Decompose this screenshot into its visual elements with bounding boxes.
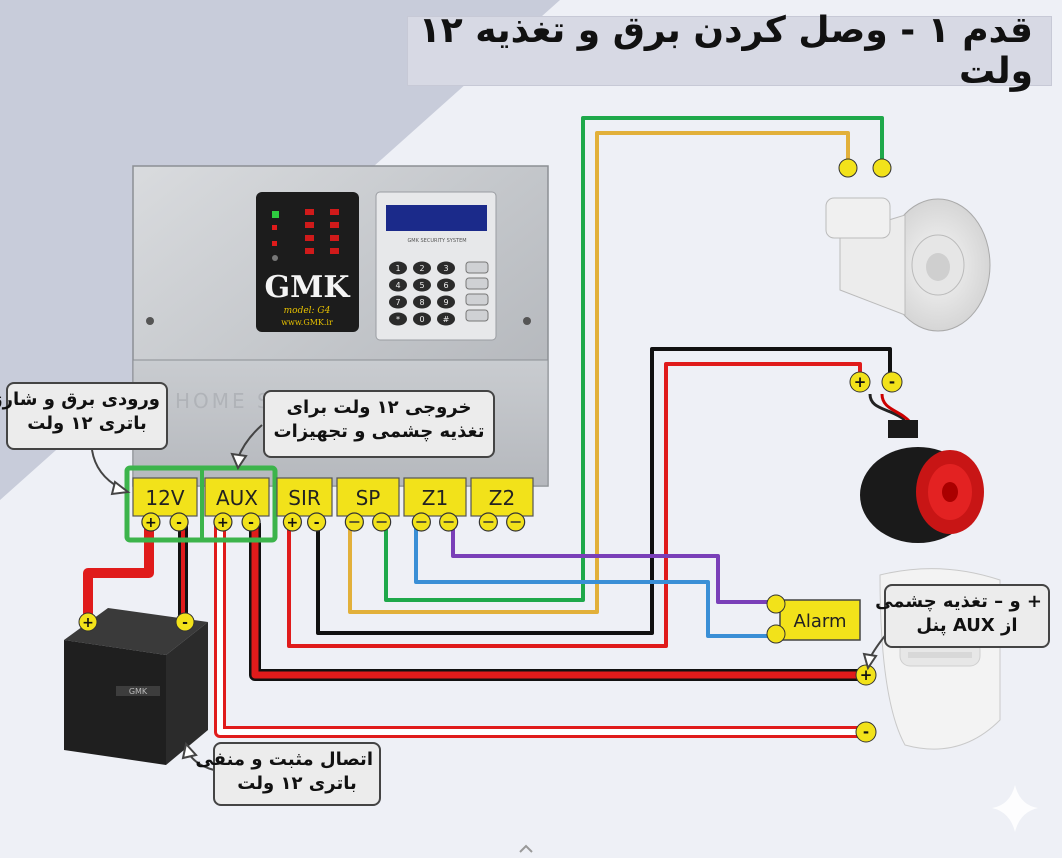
callout-battery-connection: اتصال مثبت و منفی باتری ۱۲ ولت: [195, 742, 381, 806]
callout-battery-connection-line1: اتصال مثبت و منفی: [195, 749, 373, 770]
wire-black-siren: [316, 347, 892, 635]
terminal-label: AUX: [216, 486, 258, 510]
terminal-screw: [241, 512, 261, 532]
keypad-key: 4: [389, 278, 407, 292]
minus-symbol: -: [176, 515, 182, 531]
minus-symbol: -: [248, 515, 254, 531]
keypad-key: #: [437, 312, 455, 326]
svg-text:1: 1: [395, 264, 400, 273]
terminal-sir: SIR +-: [276, 477, 333, 532]
keypad-key: 3: [437, 261, 455, 275]
keypad-key: 8: [413, 295, 431, 309]
wire-purple: [451, 523, 775, 604]
terminal-aux: AUX + -: [204, 477, 270, 532]
keypad-key: 6: [437, 278, 455, 292]
callout-sensor-power-line2: از AUX پنل: [916, 615, 1018, 636]
wire-battery-plus: [83, 523, 154, 622]
page-title: قدم ۱ - وصل کردن برق و تغذیه ۱۲ ولت: [418, 10, 1033, 92]
website-text: www.GMK.ir: [281, 318, 333, 327]
battery: GMK + -: [64, 608, 208, 765]
terminal-label: SP: [356, 486, 381, 510]
wire-aux-plus: [251, 523, 868, 679]
terminal-z1: Z1: [403, 477, 467, 532]
svg-text:0: 0: [419, 315, 424, 324]
svg-text:-: -: [889, 373, 895, 391]
keypad-key: 9: [437, 295, 455, 309]
plus-symbol: +: [217, 515, 229, 531]
wire-aux-minus: [217, 523, 868, 735]
terminal-z2: Z2: [470, 477, 534, 532]
horn-speaker: [825, 158, 991, 332]
wire-green: [384, 116, 884, 602]
svg-text:2: 2: [419, 264, 424, 273]
callout-power-input-line2: باتری ۱۲ ولت: [27, 413, 147, 434]
battery-brand: GMK: [129, 687, 148, 696]
battery-plus-symbol: +: [82, 615, 94, 631]
terminal-screw: [282, 512, 302, 532]
svg-text:8: 8: [419, 298, 424, 307]
terminal-label: SIR: [288, 486, 321, 510]
function-keys: [465, 261, 489, 322]
keypad-key: 7: [389, 295, 407, 309]
siren: + -: [849, 371, 984, 543]
svg-text:-: -: [863, 723, 869, 741]
title-banner: قدم ۱ - وصل کردن برق و تغذیه ۱۲ ولت: [407, 10, 1052, 92]
terminal-label: 12V: [145, 486, 184, 510]
plus-symbol: +: [145, 515, 157, 531]
battery-minus-symbol: -: [182, 615, 188, 631]
callout-arrows: [91, 424, 889, 771]
callout-aux-output-line2: تغذیه چشمی و تجهیزات: [273, 421, 485, 442]
status-leds: [272, 209, 339, 261]
brand-logo: GMK: [265, 270, 351, 305]
callout-battery-connection-line2: باتری ۱۲ ولت: [237, 773, 357, 794]
lcd-caption: GMK SECURITY SYSTEM: [407, 238, 466, 244]
alarm-terminal: Alarm: [766, 594, 861, 644]
callout-power-input: ورودی برق و شارژ باتری ۱۲ ولت: [0, 382, 168, 450]
svg-text:6: 6: [443, 281, 448, 290]
minus-symbol: -: [314, 515, 320, 531]
chevron-up-icon: [519, 844, 533, 853]
keypad-key: 2: [413, 261, 431, 275]
svg-text:+: +: [860, 666, 873, 684]
svg-text:#: #: [443, 315, 450, 324]
wire-yellow: [348, 131, 850, 614]
plus-symbol: +: [287, 515, 299, 531]
svg-text:+: +: [854, 373, 867, 391]
terminal-12v: 12V + -: [132, 477, 198, 532]
model-text: model: G4: [284, 306, 331, 316]
keypad-key: 5: [413, 278, 431, 292]
lcd-screen: [386, 205, 487, 231]
svg-text:3: 3: [443, 264, 448, 273]
keypad-key: 0: [413, 312, 431, 326]
terminal-label: Z1: [422, 486, 448, 510]
terminal-label: Z2: [489, 486, 515, 510]
keypad: 1 2 3 4 5 6 7 8 9 * 0 #: [389, 261, 455, 326]
callout-aux-output: خروجی ۱۲ ولت برای تغذیه چشمی و تجهیزات: [263, 390, 495, 458]
keypad-key: 1: [389, 261, 407, 275]
terminal-screw: [169, 512, 189, 532]
terminal-screw: [307, 512, 327, 532]
callout-aux-output-line1: خروجی ۱۲ ولت برای: [286, 397, 472, 418]
alarm-label: Alarm: [794, 611, 847, 632]
sparkle-icon: [992, 785, 1038, 832]
svg-text:4: 4: [395, 281, 400, 290]
svg-text:7: 7: [395, 298, 400, 307]
callout-sensor-power-line1: + و – تغذیه چشمی: [875, 591, 1042, 612]
svg-text:*: *: [396, 315, 400, 324]
callout-sensor-power: + و – تغذیه چشمی از AUX پنل: [875, 584, 1050, 648]
callout-power-input-line1: ورودی برق و شارژ: [0, 389, 160, 410]
wire-blue: [414, 523, 775, 638]
svg-text:9: 9: [443, 298, 448, 307]
panel-front-text: HOME S: [175, 389, 273, 413]
wire-red-siren: [287, 362, 862, 648]
terminal-sp: SP: [336, 477, 400, 532]
terminal-screw: [213, 512, 233, 532]
svg-text:5: 5: [419, 281, 424, 290]
terminal-screw: [141, 512, 161, 532]
keypad-key: *: [389, 312, 407, 326]
